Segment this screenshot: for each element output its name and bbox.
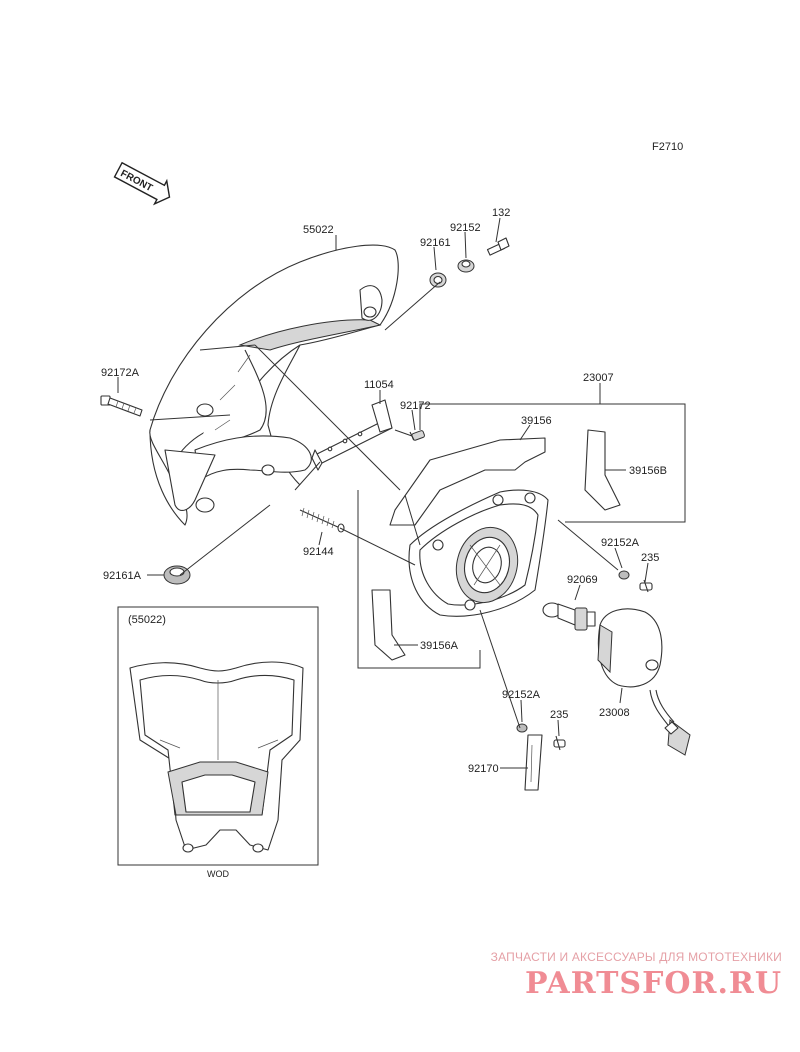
headlight-cowl (149, 244, 399, 526)
label-92172: 92172 (400, 400, 431, 412)
label-55022: 55022 (303, 224, 334, 236)
label-92172A: 92172A (101, 367, 140, 379)
variant-cowl (129, 661, 304, 853)
label-235-top: 235 (641, 552, 659, 564)
label-11054: 11054 (364, 379, 394, 391)
grommet-92161 (429, 272, 447, 288)
headlight-unit (408, 489, 549, 617)
boot-23008 (597, 608, 691, 756)
bracket-11054 (311, 399, 393, 471)
label-23007: 23007 (583, 372, 614, 384)
watermark: ЗАПЧАСТИ И АКСЕССУАРЫ ДЛЯ МОТОТЕХНИКИ PA… (491, 950, 782, 1001)
variant-box-caption: WOD (207, 869, 229, 879)
diagram-code: F2710 (652, 141, 683, 153)
bolt-132 (486, 237, 510, 256)
label-92161: 92161 (420, 237, 451, 249)
label-132: 132 (492, 207, 510, 219)
front-arrow-icon: FRONT (113, 161, 171, 206)
label-235-bottom: 235 (550, 709, 568, 721)
grommet-92161A (163, 565, 191, 585)
watermark-brand: PARTSFOR.RU (525, 966, 782, 1001)
spring-92144 (299, 507, 345, 533)
bolt-235-top (639, 579, 653, 593)
label-92144: 92144 (303, 546, 334, 558)
label-39156: 39156 (521, 415, 552, 427)
label-23008: 23008 (599, 707, 630, 719)
assembly-box-23007 (357, 403, 686, 669)
watermark-tagline: ЗАПЧАСТИ И АКСЕССУАРЫ ДЛЯ МОТОТЕХНИКИ (490, 950, 782, 964)
leader-lines (117, 217, 649, 769)
label-92152: 92152 (450, 222, 481, 234)
label-92152A-top: 92152A (601, 537, 640, 549)
label-92069: 92069 (567, 574, 598, 586)
label-39156B: 39156B (629, 465, 667, 477)
label-92170: 92170 (468, 763, 499, 775)
collar-92152A-top (618, 570, 630, 580)
trim-39156B (584, 429, 621, 511)
screw-92172 (409, 430, 425, 441)
part-labels: 55022 92161 92152 132 92172A 11054 92172… (101, 207, 667, 775)
variant-box-title: (55022) (128, 614, 166, 626)
bulb-92069 (542, 602, 596, 631)
plate-92170 (524, 734, 543, 791)
collar-92152A-bottom (516, 723, 528, 733)
bolt-92172A (100, 395, 143, 417)
variant-box: (55022) WOD (117, 606, 319, 879)
trim-39156 (389, 437, 546, 526)
label-92152A-bottom: 92152A (502, 689, 541, 701)
bolt-235-bottom (553, 735, 566, 751)
trim-39156A (371, 589, 406, 661)
label-92161A: 92161A (103, 570, 142, 582)
collar-92152 (457, 259, 475, 273)
label-39156A: 39156A (420, 640, 459, 652)
